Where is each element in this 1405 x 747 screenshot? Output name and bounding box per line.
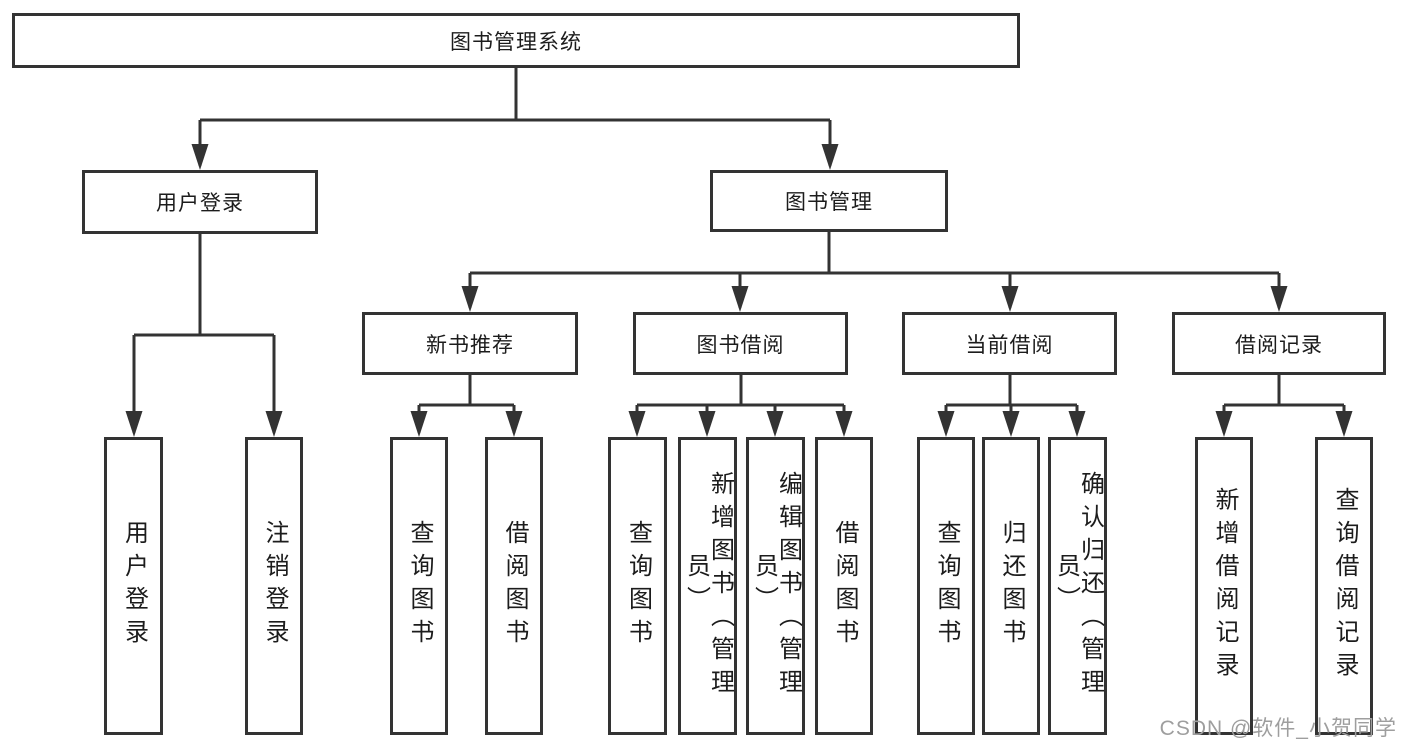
node-edit-books-admin: 编辑图书（管理员） (746, 437, 805, 735)
node-borrow-records: 借阅记录 (1172, 312, 1386, 375)
node-user-login-leaf: 用户登录 (104, 437, 163, 735)
node-return-books: 归还图书 (982, 437, 1040, 735)
node-add-borrow-record: 新增借阅记录 (1195, 437, 1253, 735)
node-add-books-admin: 新增图书（管理员） (678, 437, 737, 735)
node-confirm-return-admin: 确认归还（管理员） (1048, 437, 1107, 735)
node-query-borrow-record: 查询借阅记录 (1315, 437, 1373, 735)
node-new-book-recommend: 新书推荐 (362, 312, 578, 375)
node-user-login: 用户登录 (82, 170, 318, 234)
node-query-books-1: 查询图书 (390, 437, 448, 735)
node-library-system: 图书管理系统 (12, 13, 1020, 68)
watermark: CSDN @软件_小贺同学 (1159, 717, 1397, 740)
node-logout: 注销登录 (245, 437, 303, 735)
node-borrow-books-2: 借阅图书 (815, 437, 873, 735)
node-borrow-books-1: 借阅图书 (485, 437, 543, 735)
node-book-borrowing: 图书借阅 (633, 312, 848, 375)
node-book-management: 图书管理 (710, 170, 948, 232)
node-current-borrowing: 当前借阅 (902, 312, 1117, 375)
arrowheads (125, 144, 1353, 437)
node-query-books-3: 查询图书 (917, 437, 975, 735)
node-query-books-2: 查询图书 (608, 437, 667, 735)
